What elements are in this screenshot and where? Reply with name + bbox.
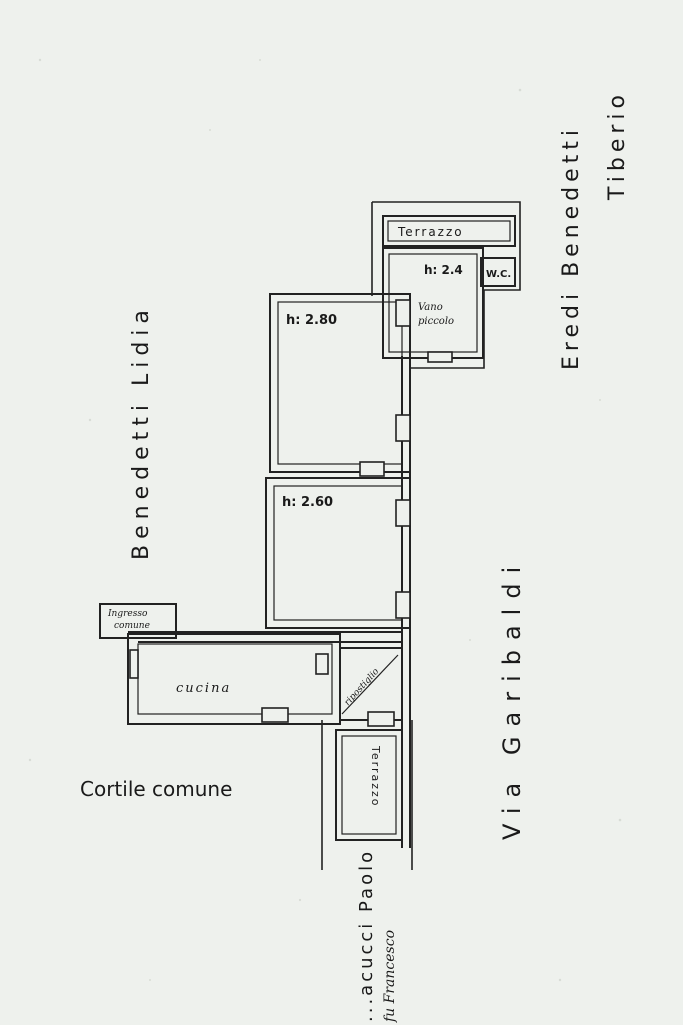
neighbor-north-label: Benedetti Lidia — [129, 304, 154, 560]
terrace-top-outline — [382, 215, 516, 247]
walls — [99, 201, 521, 870]
openings — [129, 299, 453, 727]
storage-label: ripostiglio — [343, 666, 382, 708]
room-260-height: h: 2.60 — [282, 495, 333, 510]
entrance-label-1: Ingresso — [107, 609, 148, 619]
labels: Benedetti Lidia Eredi Benedetti Tiberio … — [80, 90, 630, 1023]
vano-label-2: piccolo — [418, 316, 454, 327]
paper-texture — [28, 58, 622, 982]
kitchen-label: cucina — [176, 681, 231, 696]
wc-label: W.C. — [486, 269, 511, 280]
neighbor-east-label-2: Tiberio — [605, 90, 630, 201]
room-280-height: h: 2.80 — [286, 313, 337, 328]
small-room-height: h: 2.4 — [424, 263, 463, 277]
entrance-label-2: comune — [114, 621, 150, 631]
kitchen-outline — [127, 633, 341, 725]
entrance-outline — [99, 603, 177, 639]
vano-label-1: Vano — [418, 302, 443, 313]
terrace-top-label: Terrazzo — [397, 225, 464, 239]
wc-outline — [480, 257, 516, 287]
terrace-bottom-outline — [335, 729, 403, 841]
terrace-bottom-label: Terrazzo — [369, 745, 382, 808]
courtyard-label: Cortile comune — [80, 777, 232, 801]
neighbor-east-label-1: Eredi Benedetti — [559, 125, 584, 370]
neighbor-south-label-2: fu Francesco — [382, 930, 398, 1023]
street-label: Via Garibaldi — [498, 557, 526, 840]
neighbor-south-label-1: ...acucci Paolo — [356, 849, 377, 1022]
